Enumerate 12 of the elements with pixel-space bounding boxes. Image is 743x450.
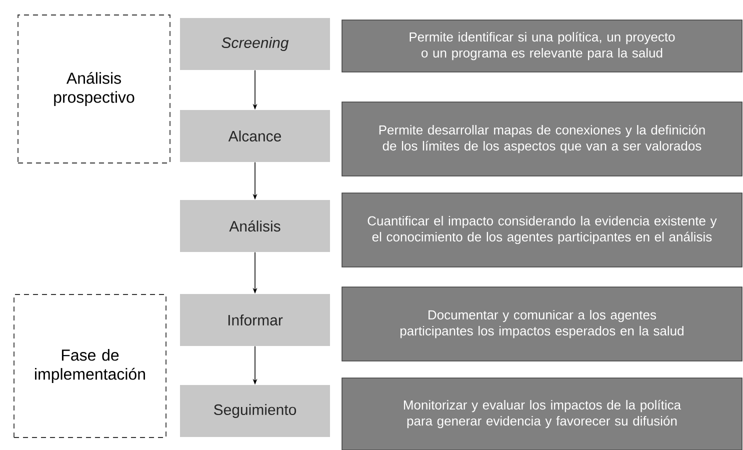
description-box: Permite identificar si una política, un proyecto o un programa es relevante para la salud (342, 20, 742, 72)
step-box: Análisis (180, 200, 330, 252)
description-box: Monitorizar y evaluar los impactos de la política para generar evidencia y favorecer su difusión (342, 378, 742, 450)
step-box: Alcance (180, 110, 330, 162)
description-box: Permite desarrollar mapas de conexiones y la definición de los límites de los aspectos que van a ser valorados (342, 102, 742, 176)
description-box: Documentar y comunicar a los agentes participantes los impactos esperados en la salud (342, 286, 742, 362)
step-box: Screening (180, 18, 330, 70)
phase-box: Fase de implementación (14, 294, 166, 438)
phase-box: Análisis prospectivo (18, 14, 170, 164)
description-box: Cuantificar el impacto considerando la evidencia existente y el conocimiento de los agentes participantes en el análisis (342, 192, 742, 268)
step-box: Informar (180, 294, 330, 346)
step-box: Seguimiento (180, 385, 330, 437)
